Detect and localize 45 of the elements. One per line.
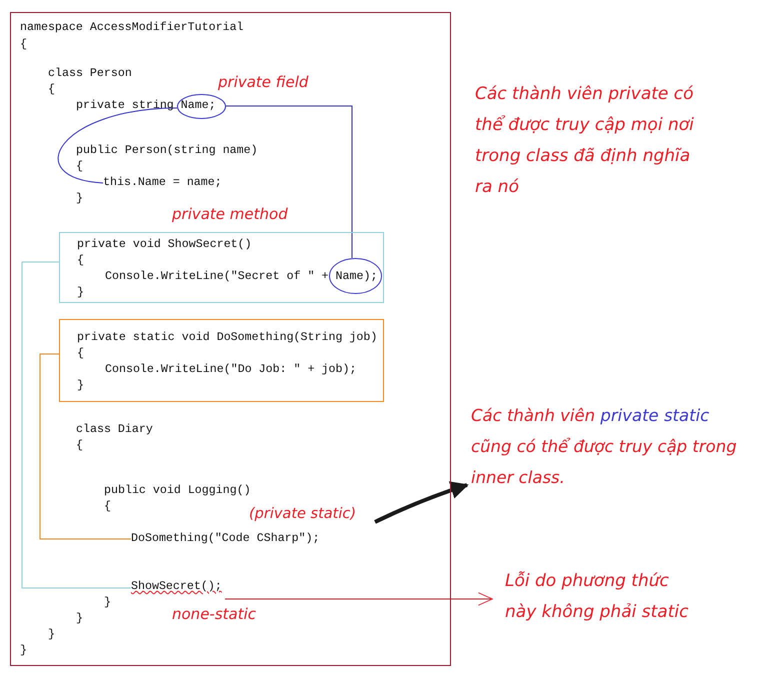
code-line: this.Name = name; (103, 175, 228, 192)
code-line: ShowSecret(); (131, 579, 225, 598)
method-box (59, 319, 384, 402)
code-line: Console.WriteLine("Secret of " + Name); (105, 269, 378, 285)
method-box (59, 232, 384, 303)
code-line: } (104, 595, 111, 611)
annotation-text: none-static (172, 605, 256, 623)
code-line: class Person (48, 66, 132, 82)
highlight-ellipse (329, 258, 382, 294)
annotation-note: Các thành viên private có thể được truy cập mọi nơi trong class đã định nghĩa ra nó (475, 83, 695, 199)
code-line: private string Name; (76, 98, 216, 114)
code-line: { (76, 159, 83, 175)
code-line: DoSomething("Code CSharp"); (131, 531, 321, 548)
method-signature: private static void DoSomething(String job) (77, 330, 378, 346)
code-line: class Diary (76, 422, 153, 438)
code-line: { (48, 82, 55, 98)
code-line: Console.WriteLine("Do Job: " + job); (105, 362, 356, 378)
code-line: namespace AccessModifierTutorial (20, 20, 244, 36)
code-line: } (76, 611, 83, 627)
code-line: public Person(string name) (76, 143, 258, 159)
code-line: { (77, 346, 84, 362)
code-panel (10, 12, 451, 666)
annotation-text: private field (218, 73, 308, 91)
annotation-text: private method (172, 205, 288, 223)
annotation-text: (private static) (249, 506, 373, 528)
code-line: { (104, 499, 111, 515)
code-line: } (76, 191, 83, 207)
connector-arrow (374, 481, 469, 524)
code-line: } (48, 627, 55, 643)
connector-arrow (224, 592, 493, 606)
annotation-note: Các thành viên private static cũng có thể được truy cập trong inner class. (471, 400, 749, 496)
code-line: } (20, 643, 27, 659)
method-signature: private void ShowSecret() (77, 237, 252, 253)
code-line: { (76, 438, 83, 454)
connector-line (58, 108, 178, 184)
code-line: { (77, 253, 84, 269)
code-line: public void Logging() (104, 483, 251, 499)
code-line: } (77, 378, 84, 394)
connector-line (22, 262, 132, 588)
code-line: { (20, 37, 27, 53)
code-line: } (77, 285, 84, 301)
connector-line (226, 106, 352, 258)
annotation-note: Lỗi do phương thức này không phải static (505, 566, 703, 628)
connector-line (40, 354, 132, 540)
highlight-ellipse (177, 94, 226, 119)
